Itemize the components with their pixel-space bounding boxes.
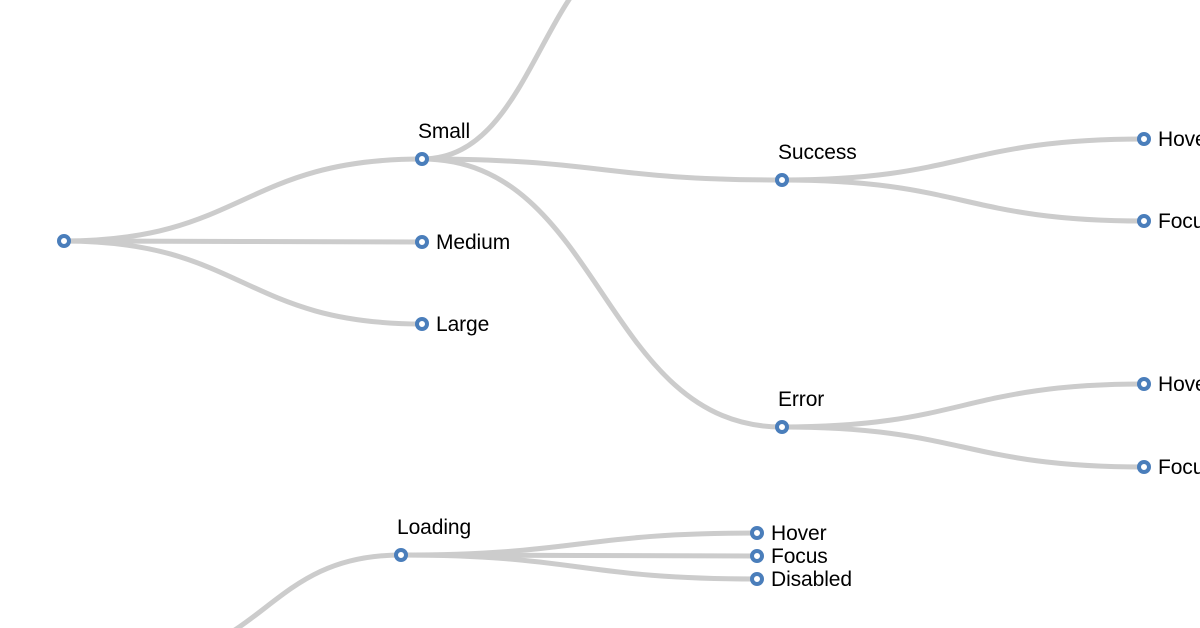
tree-link [779, 177, 1147, 224]
node-label-medium: Medium [436, 231, 511, 254]
node-label-success-focus: Focus [1158, 210, 1200, 233]
tree-link [779, 424, 1147, 470]
node-marker-icon [415, 152, 429, 166]
node-marker-icon [750, 549, 764, 563]
node-marker-icon [394, 548, 408, 562]
tree-link [61, 238, 425, 327]
tree-link [419, 156, 785, 430]
node-marker-icon [750, 526, 764, 540]
node-label-load-disabled: Disabled [771, 568, 852, 591]
tree-link [398, 552, 760, 582]
node-label-small: Small [418, 120, 471, 143]
tree-link [61, 238, 425, 245]
node-label-success: Success [778, 141, 857, 164]
node-label-error-focus: Focus [1158, 456, 1200, 479]
node-label-error: Error [778, 388, 825, 411]
node-marker-icon [1137, 132, 1151, 146]
node-marker-icon [775, 173, 789, 187]
node-marker-icon [415, 317, 429, 331]
tree-link [779, 381, 1147, 430]
tree-link [779, 136, 1147, 183]
node-marker-icon [775, 420, 789, 434]
node-marker-icon [1137, 214, 1151, 228]
node-marker-icon [1137, 377, 1151, 391]
node-marker-icon [415, 235, 429, 249]
node-label-success-hover: Hover [1158, 128, 1200, 151]
node-label-large: Large [436, 313, 490, 336]
tree-link [419, 156, 785, 183]
tree-link [61, 156, 425, 244]
tree-link [233, 552, 404, 628]
node-label-load-focus: Focus [771, 545, 828, 568]
node-marker-icon [750, 572, 764, 586]
tree-link [419, 0, 572, 162]
node-label-load-hover: Hover [771, 522, 827, 545]
node-marker-icon [1137, 460, 1151, 474]
node-label-error-hover: Hover [1158, 373, 1200, 396]
node-marker-icon [57, 234, 71, 248]
node-label-loading: Loading [397, 516, 472, 539]
